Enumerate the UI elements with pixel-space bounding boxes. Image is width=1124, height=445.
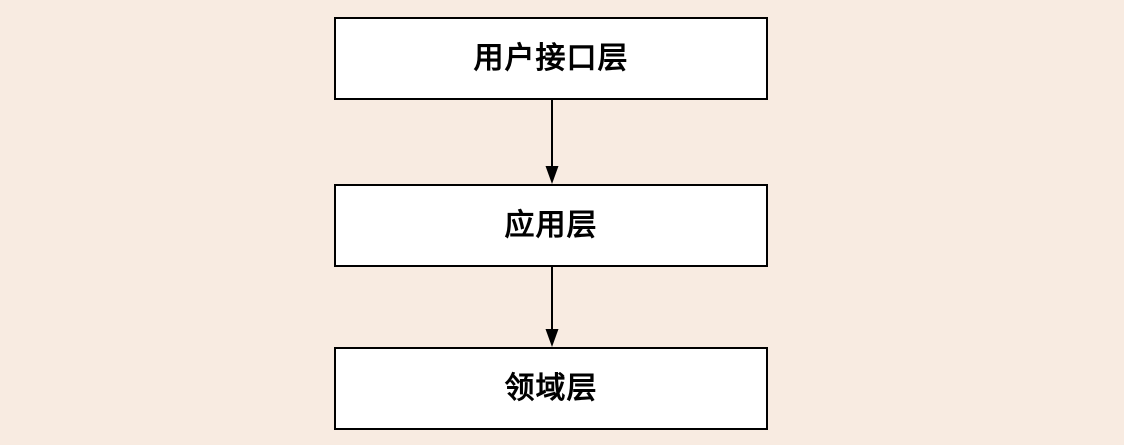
node-label-application-layer: 应用层 bbox=[504, 208, 598, 242]
node-domain-layer: 领域层 bbox=[334, 347, 768, 430]
arrow-down-icon bbox=[545, 267, 559, 347]
node-label-user-interface-layer: 用户接口层 bbox=[473, 41, 629, 75]
arrow-down-icon bbox=[545, 100, 559, 184]
node-label-domain-layer: 领域层 bbox=[504, 371, 598, 405]
node-application-layer: 应用层 bbox=[334, 184, 768, 267]
node-user-interface-layer: 用户接口层 bbox=[334, 17, 768, 100]
